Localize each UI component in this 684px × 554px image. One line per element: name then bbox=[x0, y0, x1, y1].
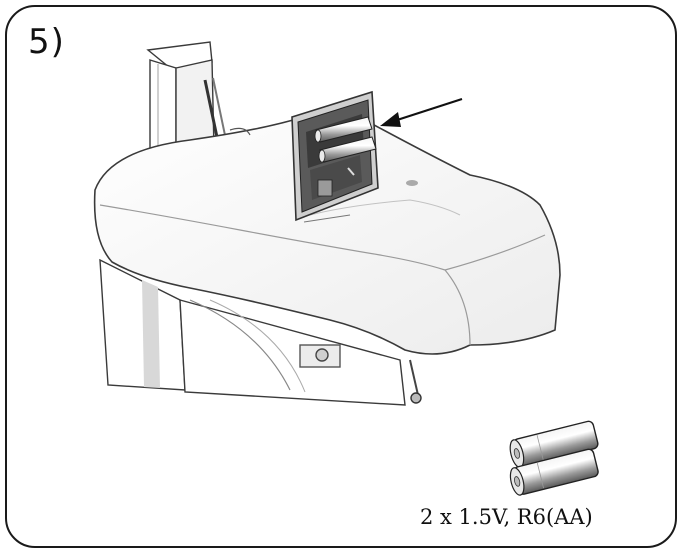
step-number: 5) bbox=[28, 22, 65, 62]
pointer-arrow bbox=[380, 97, 463, 127]
aa-batteries-icon bbox=[509, 420, 599, 496]
battery-compartment bbox=[291, 90, 379, 223]
frame-post bbox=[146, 41, 227, 172]
console-housing bbox=[93, 111, 561, 355]
battery-spec-caption: 2 x 1.5V, R6(AA) bbox=[420, 505, 593, 529]
installed-batteries bbox=[314, 116, 377, 163]
frame-base bbox=[99, 258, 422, 406]
